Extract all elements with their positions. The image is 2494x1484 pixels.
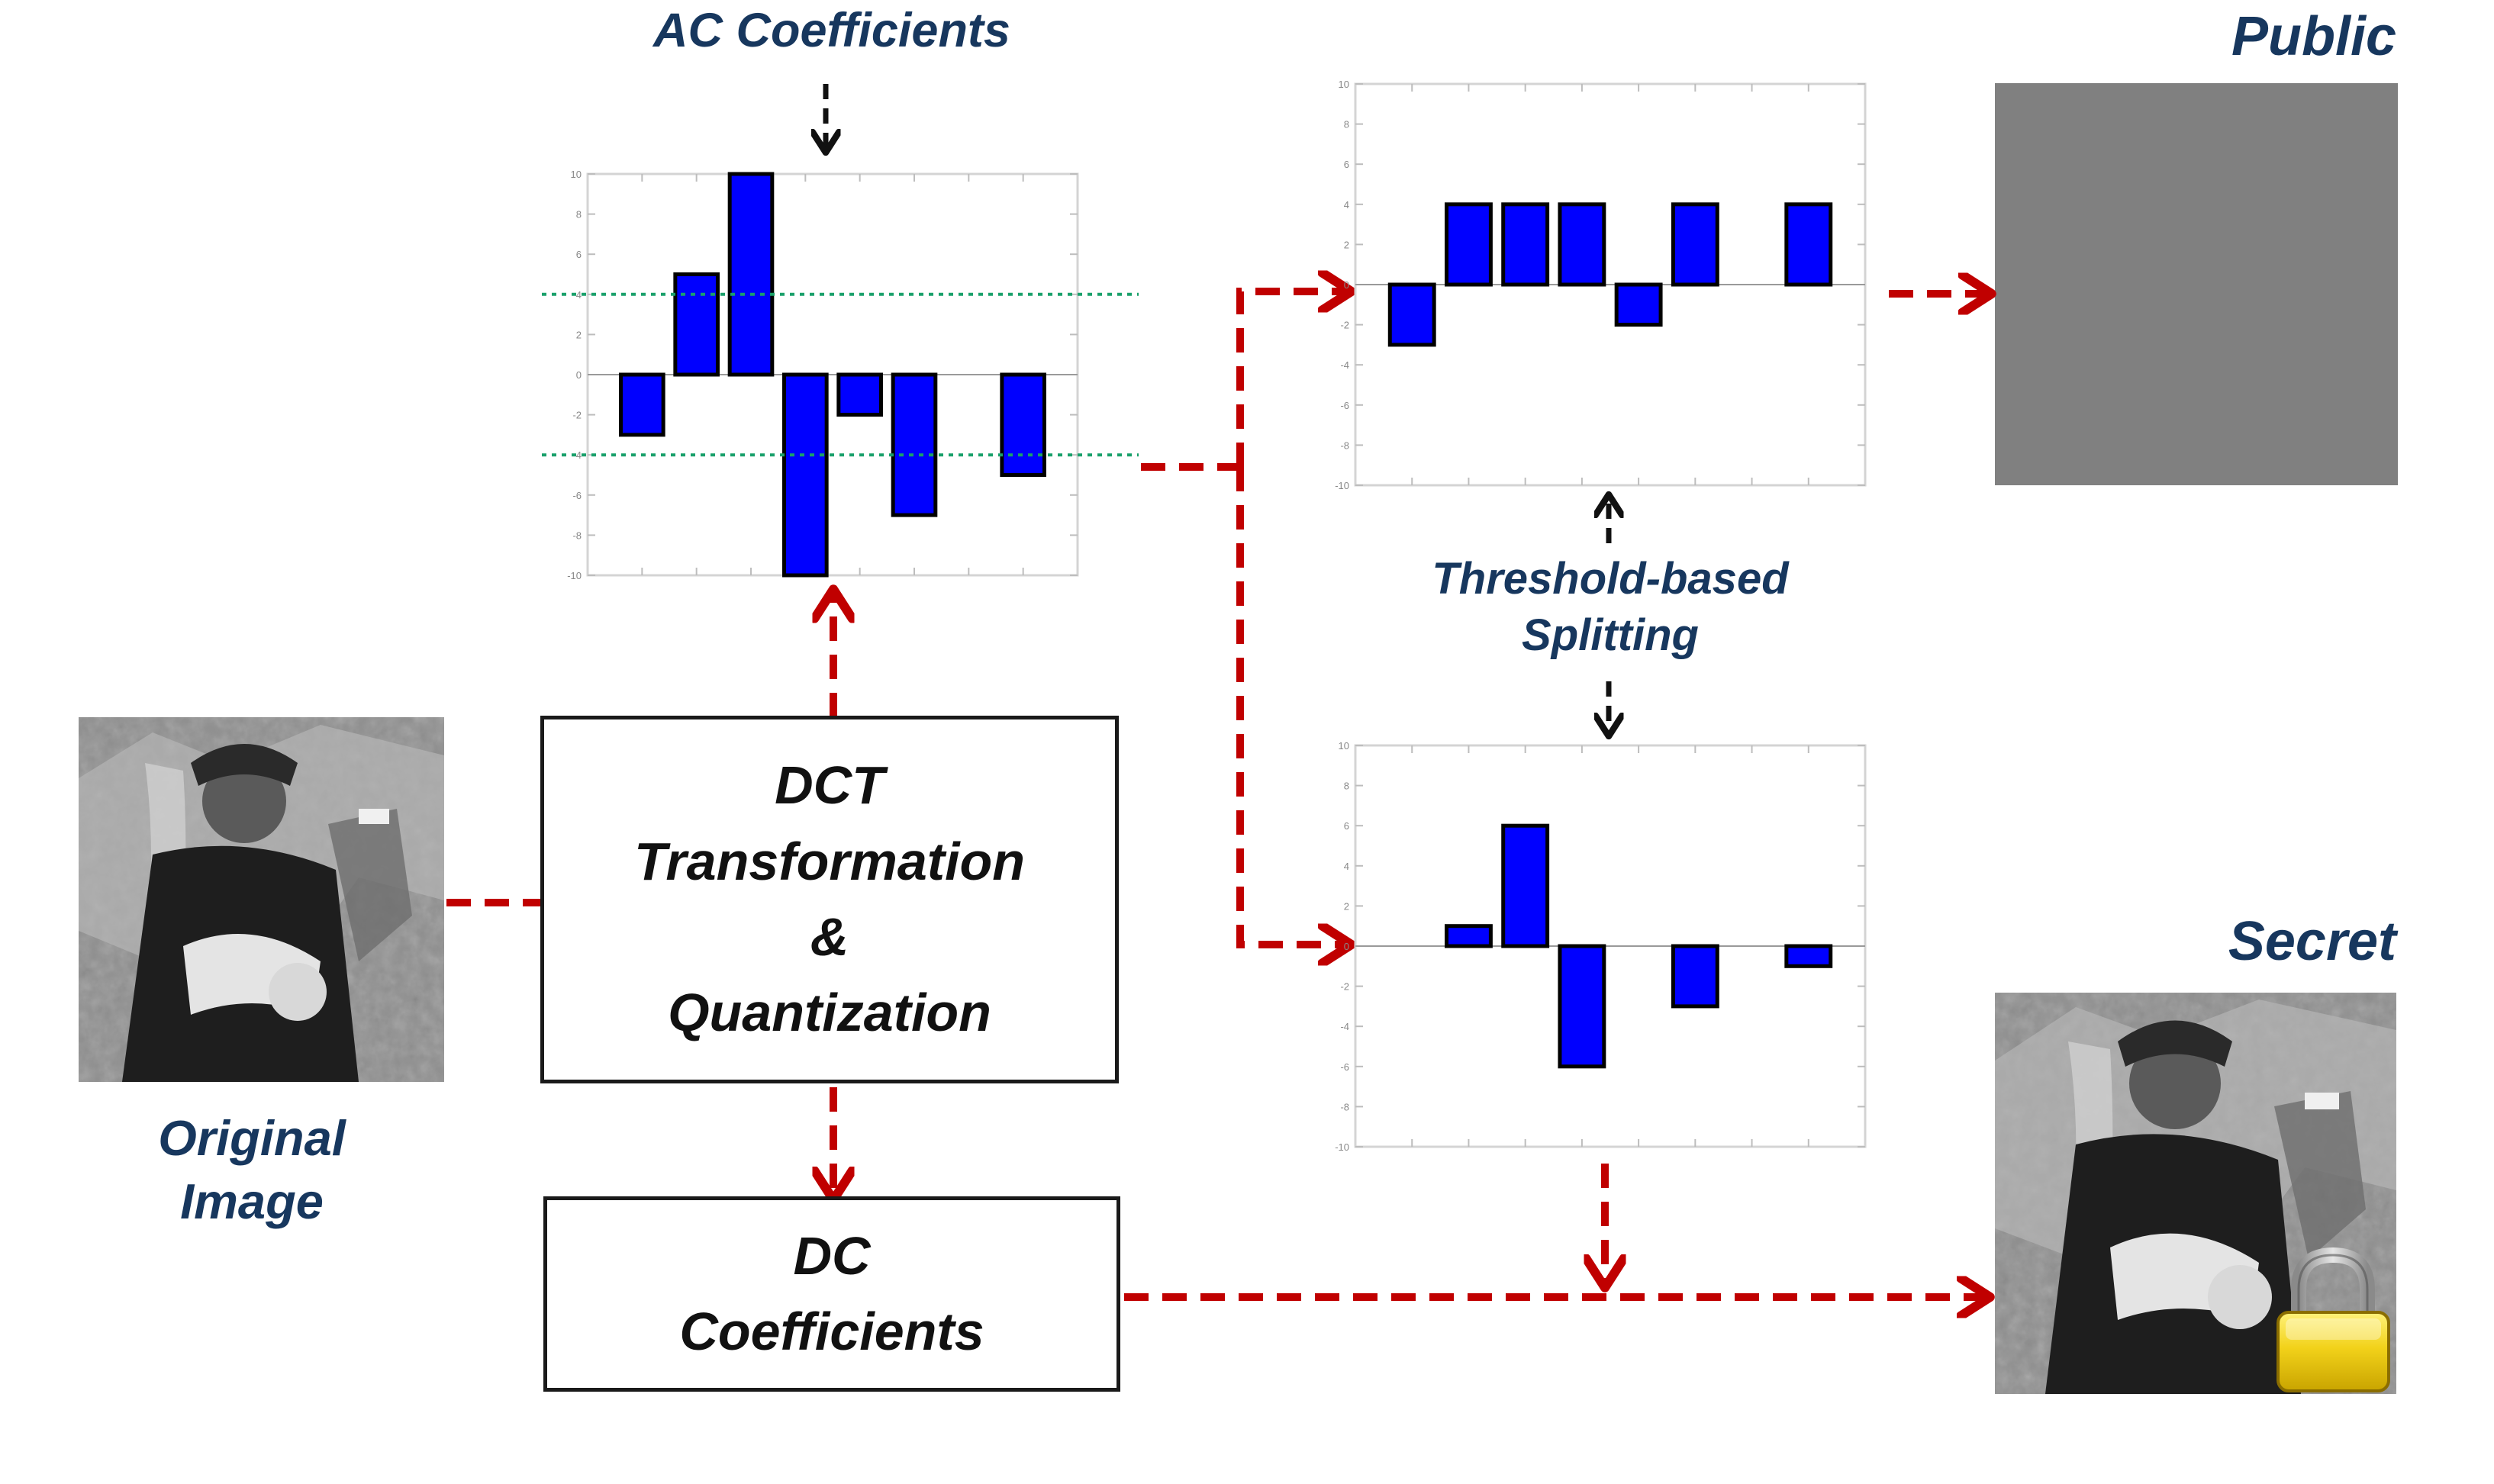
y-tick-label: -2 [1340, 320, 1349, 331]
y-tick-label: -4 [572, 449, 582, 461]
y-tick-label: -10 [1335, 1141, 1349, 1153]
y-tick-label: 4 [1344, 861, 1349, 872]
public-label: Public [2231, 6, 2396, 67]
ac-coefficients-chart: -10 -8 -6 -4 -2 0 2 4 6 8 10 [542, 169, 1139, 581]
y-tick-label: 0 [1344, 941, 1349, 952]
y-tick-label: -6 [1340, 400, 1349, 411]
bar [1501, 202, 1550, 287]
y-tick-label: 8 [576, 209, 582, 221]
y-tick-label: -2 [572, 410, 582, 421]
y-tick-label: 10 [571, 169, 582, 180]
public-part-chart: -10 -8 -6 -4 -2 0 2 4 6 8 10 [1335, 79, 1867, 491]
original-image [79, 717, 444, 1082]
y-tick-label: -4 [1340, 359, 1349, 371]
ac-coefficients-label: AC Coefficients [653, 4, 1010, 57]
split-to-secret-chart-arrow [1236, 467, 1349, 945]
y-tick-label: 10 [1339, 740, 1349, 752]
bar [1387, 282, 1436, 347]
y-tick-label: -10 [1335, 480, 1349, 491]
y-tick-label: 4 [1344, 199, 1349, 211]
bar [1671, 202, 1719, 287]
y-tick-label: 10 [1339, 79, 1349, 90]
bar [1501, 823, 1550, 948]
y-tick-label: -4 [1340, 1021, 1349, 1032]
bar [727, 172, 775, 377]
y-tick-label: 0 [1344, 279, 1349, 291]
bar [1000, 372, 1046, 477]
y-tick-label: 8 [1344, 119, 1349, 130]
bar [1558, 944, 1606, 1069]
y-tick-label: -8 [572, 530, 582, 541]
padlock-icon [2276, 1247, 2390, 1392]
secret-label: Secret [2228, 911, 2396, 972]
y-tick-label: 0 [576, 369, 582, 381]
y-tick-label: 6 [1344, 159, 1349, 170]
bar [673, 272, 720, 377]
bar [891, 372, 938, 517]
y-tick-label: 2 [1344, 900, 1349, 912]
public-image [1995, 83, 2398, 485]
y-tick-label: 8 [1344, 781, 1349, 792]
original-image-label: Original Image [158, 1110, 346, 1230]
y-tick-label: 6 [1344, 820, 1349, 832]
bar [1784, 202, 1833, 287]
split-to-public-chart-arrow [1236, 291, 1349, 467]
y-tick-label: -8 [1340, 439, 1349, 451]
bar [1784, 944, 1833, 968]
y-tick-label: -2 [1340, 981, 1349, 993]
bar [1444, 202, 1493, 287]
bar [836, 372, 883, 417]
y-tick-label: 6 [576, 249, 582, 260]
y-tick-label: -6 [1340, 1061, 1349, 1073]
y-tick-label: -10 [567, 570, 582, 581]
y-tick-label: 4 [576, 289, 582, 301]
dct-quantization-box: DCT Transformation & Quantization [540, 716, 1119, 1083]
charts-layer: -10-8-6-4-20246810-10-8-6-4-20246810-10-… [542, 79, 1867, 1153]
y-tick-label: 2 [576, 329, 582, 340]
bar [1444, 924, 1493, 948]
bar [1614, 282, 1663, 327]
y-tick-label: -6 [572, 490, 582, 501]
bar [619, 372, 665, 437]
flow-arrows [446, 84, 1990, 1297]
secret-part-chart: -10 -8 -6 -4 -2 0 2 4 6 8 10 [1335, 740, 1867, 1153]
dc-coefficients-box: DC Coefficients [543, 1196, 1120, 1392]
bar [782, 372, 829, 578]
threshold-splitting-label: Threshold-based Splitting [1432, 554, 1789, 661]
y-tick-label: -8 [1340, 1101, 1349, 1112]
y-tick-label: 2 [1344, 239, 1349, 250]
bar [1558, 202, 1606, 287]
bar [1671, 944, 1719, 1009]
